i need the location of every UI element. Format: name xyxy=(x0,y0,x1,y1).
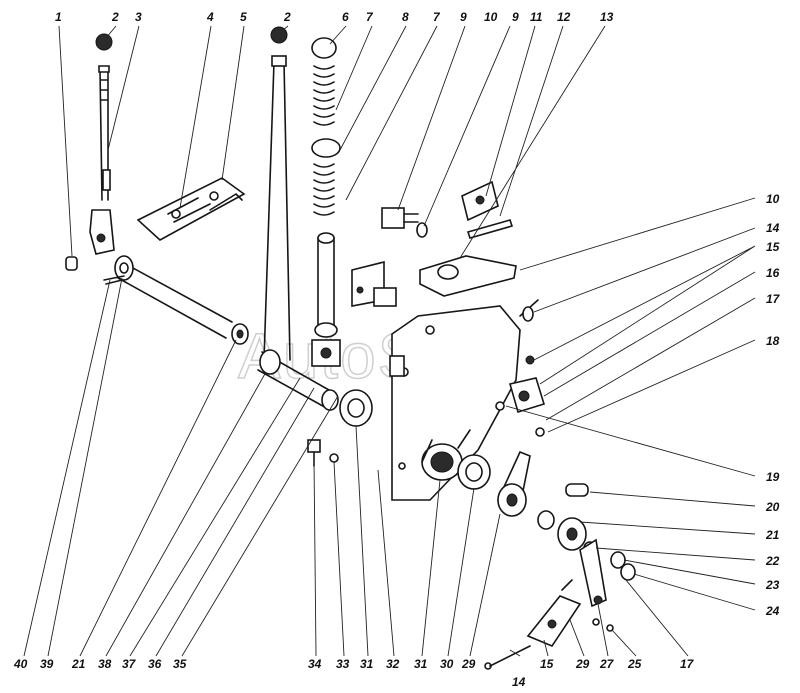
callouts-bottom: 40 39 21 38 37 36 35 34 33 31 32 31 30 2… xyxy=(13,657,695,689)
callout-10: 10 xyxy=(484,10,498,24)
callout-r16: 16 xyxy=(766,266,780,280)
bolt-9 xyxy=(381,207,405,229)
callout-9b: 9 xyxy=(512,10,519,24)
callouts-top: 1 2 3 4 5 2 6 7 8 7 9 10 9 11 12 13 xyxy=(55,10,614,24)
knob-center xyxy=(270,26,288,44)
callout-9: 9 xyxy=(460,10,467,24)
callout-r18: 18 xyxy=(766,334,780,348)
knob-left xyxy=(95,33,113,51)
callout-34: 34 xyxy=(308,657,322,671)
callout-30: 30 xyxy=(440,657,454,671)
washer-33 xyxy=(329,453,339,463)
washer-10 xyxy=(416,222,428,238)
bushing-31 xyxy=(339,389,373,427)
bracket-13 xyxy=(419,255,517,297)
center-lever-assembly xyxy=(257,26,373,467)
callout-2b: 2 xyxy=(283,10,291,24)
washer-8 xyxy=(311,138,341,158)
callout-35: 35 xyxy=(173,657,187,671)
cap-6 xyxy=(311,37,337,59)
callout-5: 5 xyxy=(240,10,247,24)
main-plate-32 xyxy=(389,305,521,501)
callout-31b: 31 xyxy=(414,657,428,671)
leader-lines xyxy=(23,25,756,657)
callout-r23: 23 xyxy=(765,578,780,592)
link-19 xyxy=(579,538,607,608)
callout-7: 7 xyxy=(366,10,374,24)
callout-r19: 19 xyxy=(766,470,780,484)
shaft-39 xyxy=(117,261,233,339)
gate-plate-assembly xyxy=(136,177,246,241)
callout-27: 27 xyxy=(599,657,615,671)
gate-spring-5 xyxy=(209,193,243,211)
callout-33: 33 xyxy=(336,657,350,671)
callout-r17: 17 xyxy=(766,292,781,306)
callout-r21: 21 xyxy=(765,528,780,542)
lever-rod-center xyxy=(263,61,291,361)
callout-37: 37 xyxy=(122,657,137,671)
spring-7-upper xyxy=(313,65,335,126)
key-20 xyxy=(565,483,589,497)
callout-1: 1 xyxy=(55,10,62,24)
callout-11: 11 xyxy=(530,10,543,24)
callout-14: 14 xyxy=(512,675,526,689)
callout-38: 38 xyxy=(98,657,112,671)
callout-8: 8 xyxy=(402,10,409,24)
callout-32: 32 xyxy=(386,657,400,671)
upper-bolts xyxy=(351,180,517,307)
plunger-rod xyxy=(317,237,335,329)
callouts-right: 10 14 15 16 17 18 19 20 21 22 23 24 xyxy=(765,192,781,618)
callout-r22: 22 xyxy=(765,554,780,568)
callout-7b: 7 xyxy=(433,10,441,24)
spring-7-lower xyxy=(313,163,335,216)
callout-3: 3 xyxy=(135,10,142,24)
spring-stack xyxy=(311,37,341,367)
callout-r14: 14 xyxy=(766,221,780,235)
callout-36: 36 xyxy=(148,657,162,671)
cotter-14-lower xyxy=(489,645,531,667)
bolt-34 xyxy=(307,439,321,453)
callout-21: 21 xyxy=(71,657,86,671)
callout-17: 17 xyxy=(680,657,695,671)
left-lever-assembly xyxy=(65,33,249,345)
screw-11 xyxy=(475,195,485,205)
callout-6: 6 xyxy=(342,10,349,24)
callout-25: 25 xyxy=(627,657,642,671)
callout-39: 39 xyxy=(40,657,54,671)
lever-clevis xyxy=(89,209,115,255)
pin-1 xyxy=(65,256,78,271)
gate-plate-4 xyxy=(136,177,246,241)
callout-r10: 10 xyxy=(766,192,780,206)
callout-15: 15 xyxy=(540,657,554,671)
callout-r15: 15 xyxy=(766,240,780,254)
washer-24 xyxy=(620,563,636,581)
callout-40: 40 xyxy=(13,657,28,671)
callout-12: 12 xyxy=(557,10,571,24)
callout-31: 31 xyxy=(360,657,374,671)
callout-r24: 24 xyxy=(765,604,780,618)
callout-4: 4 xyxy=(206,10,214,24)
callout-13: 13 xyxy=(600,10,614,24)
callout-29b: 29 xyxy=(575,657,590,671)
callout-29: 29 xyxy=(461,657,476,671)
callout-r20: 20 xyxy=(765,500,780,514)
callout-2: 2 xyxy=(111,10,119,24)
